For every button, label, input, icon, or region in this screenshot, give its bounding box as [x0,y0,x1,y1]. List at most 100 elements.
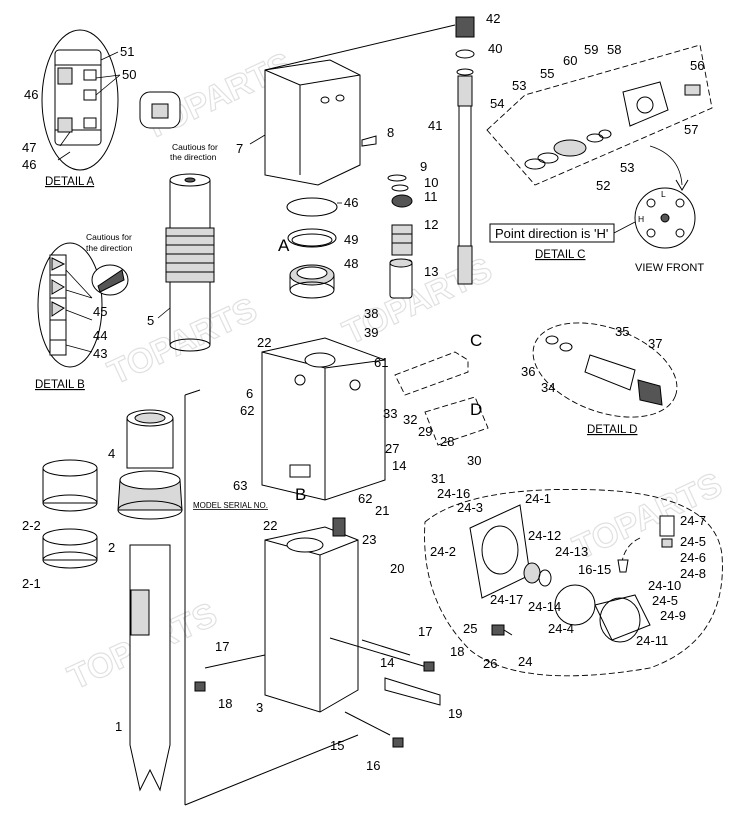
label-24-5-lower: 24-5 [652,593,678,608]
detail-a: 51 50 46 47 46 DETAIL A [22,29,181,188]
label-16: 16 [366,758,380,773]
label-24-7: 24-7 [680,513,706,528]
detail-b: Cautious for the direction 45 44 43 DETA… [35,232,133,391]
label-46-top: 46 [24,87,38,102]
valve-c-d: C D [394,331,489,446]
label-24-13: 24-13 [555,544,588,559]
label-43: 43 [93,346,107,361]
label-21: 21 [375,503,389,518]
caution-b-line1: Cautious for [86,232,132,242]
label-34: 34 [541,380,555,395]
label-7: 7 [236,141,243,156]
label-18-right: 18 [450,644,464,659]
label-24-3: 24-3 [457,500,483,515]
label-37: 37 [648,336,662,351]
label-33: 33 [383,406,397,421]
label-24-14: 24-14 [528,599,561,614]
dial-h: H [638,214,644,224]
label-60: 60 [563,53,577,68]
label-51: 51 [120,44,134,59]
label-17-left: 17 [215,639,229,654]
label-24-8: 24-8 [680,566,706,581]
label-62-left: 62 [240,403,254,418]
label-47: 47 [22,140,36,155]
label-56: 56 [690,58,704,73]
dial-l: L [661,189,666,199]
label-3: 3 [256,700,263,715]
label-25: 25 [463,621,477,636]
label-46-bottom: 46 [22,157,36,172]
letter-d: D [470,400,482,419]
label-2: 2 [108,540,115,555]
caution-b-line2: the direction [86,243,133,253]
label-58: 58 [607,42,621,57]
chisel-and-bushes: 4 2 2-2 2-1 1 [22,409,183,792]
label-12: 12 [424,217,438,232]
label-24-12: 24-12 [528,528,561,543]
label-17-right: 17 [418,624,432,639]
label-2-1: 2-1 [22,576,41,591]
label-53-top: 53 [512,78,526,93]
label-62-right: 62 [358,491,372,506]
rings-46-49-48: 46 A 49 48 [278,195,358,299]
detail-c: 53 54 55 60 59 58 56 57 53 52 [486,42,713,193]
label-24-1: 24-1 [525,491,551,506]
label-52: 52 [596,178,610,193]
label-61: 61 [374,355,388,370]
label-32: 32 [403,412,417,427]
label-24-4: 24-4 [548,621,574,636]
label-22-top: 22 [257,335,271,350]
label-63: 63 [233,478,247,493]
label-24-17: 24-17 [490,592,523,607]
label-49: 49 [344,232,358,247]
through-bolt: 42 40 41 [428,11,502,285]
label-36: 36 [521,364,535,379]
label-29: 29 [418,424,432,439]
label-10: 10 [424,175,438,190]
label-8: 8 [387,125,394,140]
label-4: 4 [108,446,115,461]
part-7-head: 7 8 [236,59,394,186]
label-24-11: 24-11 [636,633,668,648]
detail-a-outline [41,29,119,171]
label-9: 9 [420,159,427,174]
detail-d-title: DETAIL D [587,424,637,436]
label-14-low: 14 [380,655,394,670]
label-5: 5 [147,313,154,328]
part-6-block: 22 6 62 63 MODEL SERIAL NO. B 38 39 61 3… [193,306,481,518]
view-front-dial: L H Point direction is 'H' DETAIL C VIEW… [489,187,704,274]
label-40: 40 [488,41,502,56]
label-24-6: 24-6 [680,550,706,565]
label-35: 35 [615,324,629,339]
letter-a: A [278,236,290,255]
part-3-lower-block: 22 23 20 3 [256,517,404,715]
label-1: 1 [115,719,122,734]
label-39: 39 [364,325,378,340]
model-serial-label: MODEL SERIAL NO. [193,501,268,510]
label-44: 44 [93,328,107,343]
label-11: 11 [424,189,438,204]
view-front-label: VIEW FRONT [635,262,704,274]
detail-d: 35 37 36 34 DETAIL D [521,322,678,436]
letter-c: C [470,331,482,350]
detail-a-title: DETAIL A [45,176,95,188]
label-23: 23 [362,532,376,547]
label-16-15: 16-15 [578,562,611,577]
label-24-10: 24-10 [648,578,681,593]
point-direction-note: Point direction is 'H' [495,226,608,241]
label-31: 31 [431,471,445,486]
detail-b-title: DETAIL B [35,379,85,391]
accumulator-24: 24-16 24-3 24-1 24-2 24-12 24-13 16-15 2… [424,486,723,677]
label-22-bottom: 22 [263,518,277,533]
label-19: 19 [448,706,462,721]
detail-c-title: DETAIL C [535,249,585,261]
valve-stack: 9 10 11 12 13 [387,159,438,299]
label-20: 20 [390,561,404,576]
label-18-left: 18 [218,696,232,711]
pins-and-bolts: 17 18 17 14 18 19 15 16 [194,624,464,773]
label-59: 59 [584,42,598,57]
caution-a-line1: Cautious for [172,142,218,152]
label-2-2: 2-2 [22,518,41,533]
